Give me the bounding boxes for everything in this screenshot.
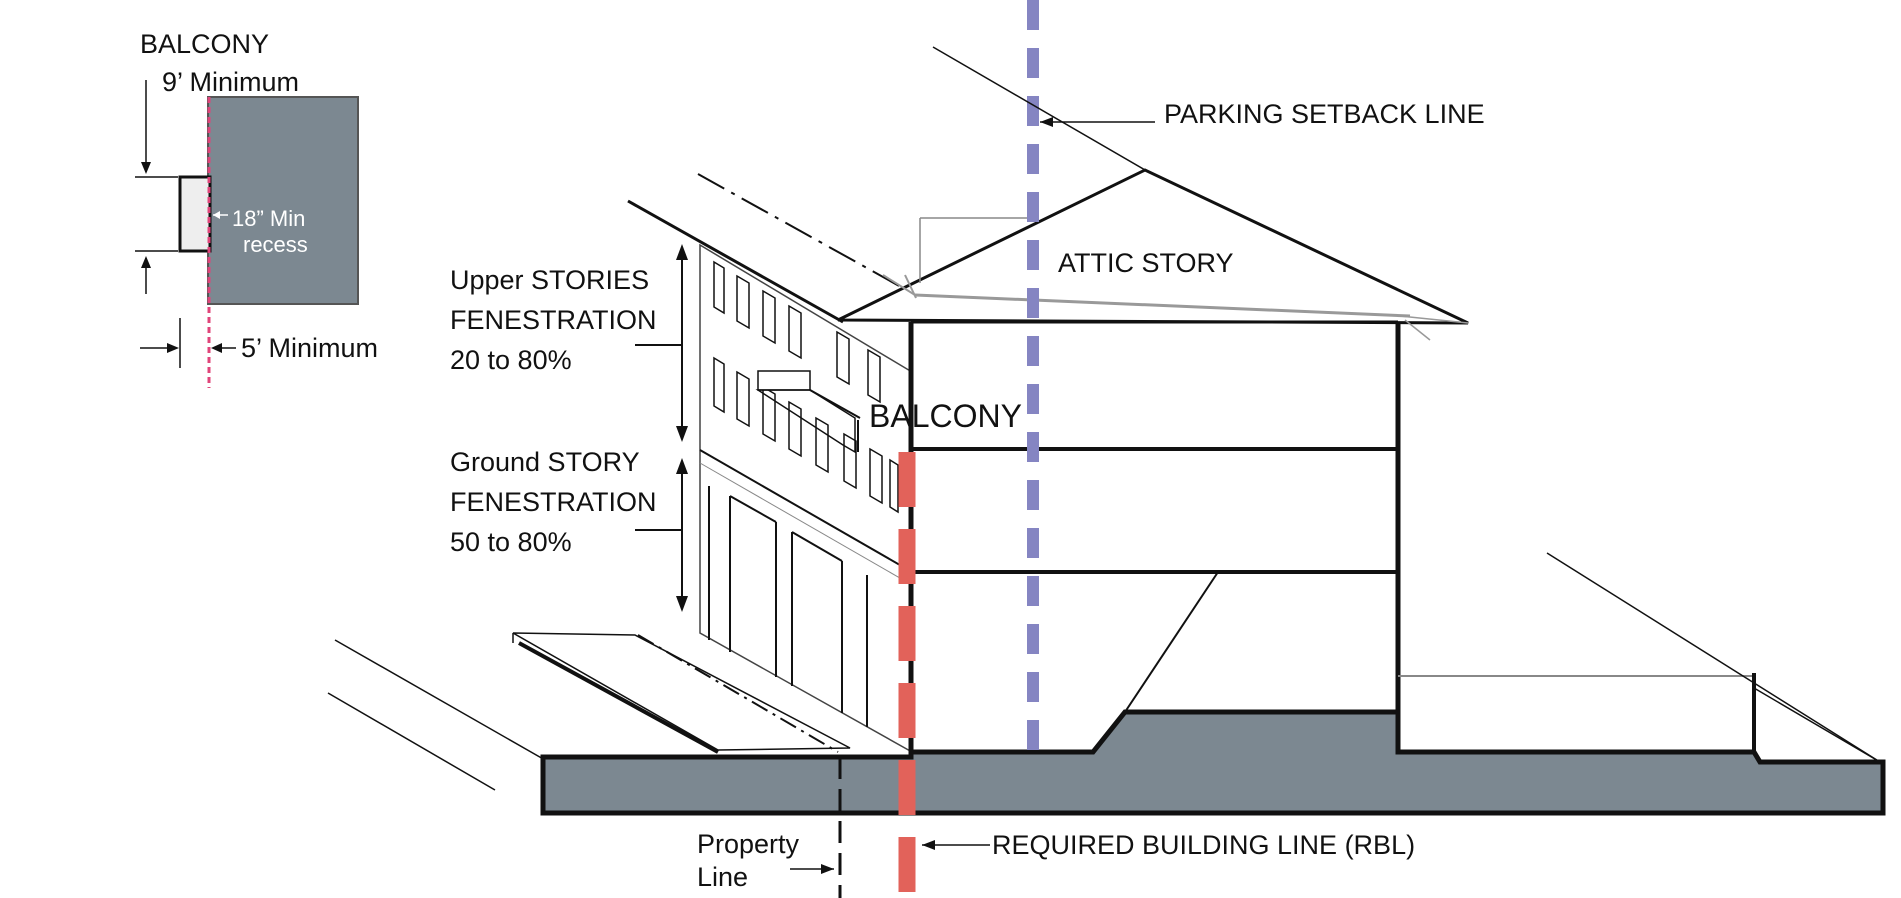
inset-five-minimum-label: 5’ Minimum [241,333,378,363]
window [889,458,899,514]
window [762,289,776,345]
inset-balcony-recess [178,175,212,253]
ground-story-label-line3: 50 to 80% [450,527,572,557]
inset-arrowhead [213,211,220,219]
arrowhead [922,840,935,850]
upper-stories-label-line1: Upper STORIES [450,265,649,295]
side-roof-ridge [697,173,911,293]
ramp-line [1124,571,1219,713]
window [788,400,802,458]
storefront-transom [729,495,777,523]
upper-windows [713,260,899,514]
inset-recess-label-line2: recess [243,232,308,257]
window [869,447,883,505]
parking-setback-label: PARKING SETBACK LINE [1164,99,1485,129]
street-edge-line [334,639,546,761]
arrowhead [676,458,688,474]
inset-arrowhead [141,162,151,174]
roof [837,168,1469,325]
storefront [708,486,868,727]
street-edge-line [327,692,496,791]
gutter-detail [1404,319,1431,341]
upper-stories-label-line3: 20 to 80% [450,345,572,375]
ceiling-line [914,293,1411,318]
balcony-label: BALCONY [869,398,1022,434]
inset-recess-label-line1: 18” Min [232,206,305,231]
required-building-line-label: REQUIRED BUILDING LINE (RBL) [992,830,1415,860]
inset-arrowhead [211,343,222,353]
property-line-plan [637,634,839,753]
balcony-slab-end [757,370,811,391]
inset-nine-minimum-label: 9’ Minimum [162,67,299,97]
window [843,432,857,490]
window [713,356,725,414]
window [762,385,776,443]
window [788,304,802,360]
curb-line [518,641,719,754]
arrowhead [1040,117,1053,127]
gutter-detail [904,274,917,299]
floor-line [699,462,913,586]
arrowhead [676,596,688,612]
balcony-slab-side [755,389,856,454]
ground-story-label-line1: Ground STORY [450,447,640,477]
window [713,260,725,315]
balcony-inset-detail: BALCONY 9’ Minimum 18” Min recess 5’ Min… [135,29,378,388]
property-line-label-line2: Line [697,862,748,892]
ground-foundation [540,709,1886,816]
window [815,416,829,474]
window [867,348,881,404]
inset-building-block [207,96,359,305]
annotations: Upper STORIES FENESTRATION 20 to 80% Gro… [450,46,1485,892]
street-and-sidewalk [327,632,851,791]
floor-line [699,449,913,573]
ground-story-label-line2: FENESTRATION [450,487,657,517]
inset-arrowhead [167,343,179,353]
arrowhead [676,244,688,260]
upper-stories-label-line2: FENESTRATION [450,305,657,335]
regulating-lines [838,0,1039,898]
window [836,330,850,386]
arrowhead [676,426,688,442]
rear-lot-line [1753,687,1881,763]
attic-story-label: ATTIC STORY [1058,248,1234,278]
property-line-label-line1: Property [697,829,800,859]
balcony-slab [755,370,861,454]
rear-lot-line [1546,552,1881,763]
storefront-transom [791,531,843,562]
gutter-detail [1399,315,1469,324]
inset-arrowhead [141,256,151,268]
sidewalk [512,632,851,751]
gutter-detail [882,274,916,296]
balcony-slab-edge [809,389,861,419]
parking-setback-diagonal [932,46,1146,171]
arrowhead [821,864,834,874]
window [736,370,750,428]
side-facade [627,173,913,754]
window [736,274,750,330]
side-roof-eave [627,199,844,324]
inset-balcony-label: BALCONY [140,29,269,59]
